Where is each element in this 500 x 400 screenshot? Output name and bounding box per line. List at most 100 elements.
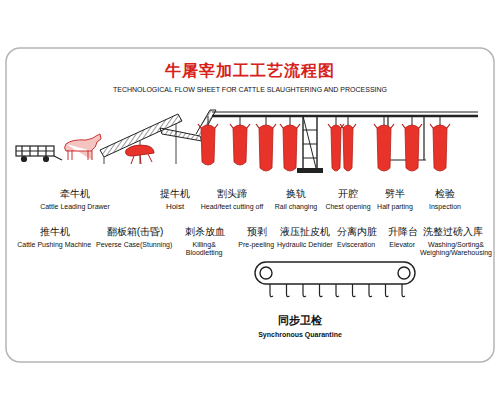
carcass-body (405, 125, 419, 171)
hoist-conveyor (100, 110, 216, 164)
step-name-english: Head/feet cutting off (201, 203, 264, 211)
quarantine-conveyor (255, 262, 415, 284)
ramp (54, 156, 62, 160)
step-name: 检验 (435, 188, 455, 199)
step-name-english: Rail changing (275, 203, 317, 211)
hanger (440, 116, 441, 126)
hook (320, 284, 323, 297)
legs (131, 154, 152, 164)
bleeding-conveyor (160, 128, 202, 141)
sprocket (260, 267, 272, 279)
step-name: 刺杀放血 (185, 226, 225, 237)
carcass-legs (402, 124, 422, 128)
step-name: 牵牛机 (60, 188, 90, 199)
step-name-english: Synchronous Quarantine (258, 331, 342, 339)
carcass-legs (430, 124, 450, 128)
hook (303, 284, 306, 297)
carcass-body (433, 125, 447, 171)
tower-base (297, 168, 323, 173)
hanger (384, 116, 385, 126)
carcass (402, 116, 422, 171)
carcass-body (343, 125, 353, 171)
step-name-english: Cattle Leading Drawer (40, 203, 110, 211)
rail-top (212, 112, 478, 113)
step-name: 割头蹄 (217, 188, 247, 199)
overhead-rail (212, 112, 478, 173)
carcass (256, 116, 276, 171)
carcass (230, 116, 250, 165)
hook (386, 284, 389, 297)
carcass-body (283, 125, 297, 171)
carcass-body (201, 125, 215, 165)
hook (402, 284, 405, 297)
step-name: 升降台 (388, 226, 418, 237)
step-name: 推牛机 (40, 226, 70, 237)
carcass-body (233, 125, 247, 165)
hook (336, 284, 339, 297)
rail (212, 115, 478, 118)
step-name: 预剥 (247, 226, 267, 237)
carcass-legs (340, 124, 356, 128)
step-name: 液压扯皮机 (280, 226, 330, 237)
step-name-english: Peverse Case(Stunning) (96, 241, 172, 249)
step-name-english: Hoist (166, 203, 184, 212)
hanging-carcasses (198, 116, 450, 171)
hook (287, 284, 290, 297)
hanger (208, 116, 209, 126)
carcass (198, 116, 218, 165)
tower-bars (303, 116, 317, 172)
step-name: 洗整过磅入库 (423, 226, 483, 237)
carcass-legs (280, 124, 300, 128)
wheel (22, 157, 27, 162)
hook (353, 284, 356, 297)
subtitle: TECHNOLOGICAL FLOW SHEET FOR CATTLE SLAU… (113, 86, 387, 94)
frame (6, 48, 494, 362)
conveyor-loop (255, 262, 415, 284)
step-name-english: Evisceration (337, 241, 375, 249)
carcass-legs (256, 124, 276, 128)
trailer-ribs (16, 146, 54, 156)
step-name-english: Washing/Sorting& Weighing/Warehousing (418, 241, 494, 256)
step-name: 换轨 (286, 188, 306, 199)
hanger (348, 116, 349, 126)
step-name-english: Hydraulic Dehider (277, 241, 333, 249)
hanger (290, 116, 291, 126)
stunned-cattle (126, 145, 154, 164)
cow (65, 134, 102, 160)
wheel (44, 157, 49, 162)
carcass (340, 116, 356, 171)
carcass-legs (374, 124, 394, 128)
cow-body (65, 134, 102, 160)
title: 牛屠宰加工工艺流程图 (165, 62, 335, 80)
carcass (430, 116, 450, 171)
hook (270, 284, 273, 297)
trailer (16, 146, 62, 162)
carcass (126, 145, 154, 156)
step-name-english: Elevator (389, 241, 415, 249)
quarantine-hooks (270, 284, 405, 297)
step-name: 开腔 (338, 188, 358, 199)
step-name-english: Cattle Pushing Machine (17, 241, 91, 249)
hook (369, 284, 372, 297)
step-name: 分离内脏 (337, 226, 377, 237)
carcass (374, 116, 394, 171)
hanger (412, 116, 413, 126)
step-name-english: Half parting (377, 203, 413, 211)
carcass-legs (230, 124, 250, 128)
step-name-english: Pre-peeling (238, 241, 274, 249)
step-name: 劈半 (385, 188, 405, 199)
rail-changer-tower (303, 116, 317, 172)
hanger (336, 116, 337, 126)
carcass-body (377, 125, 391, 171)
step-name: 提牛机 (160, 188, 190, 199)
hanger (266, 116, 267, 126)
carcass-legs (198, 124, 218, 128)
step-name-english: Killing& Bloodletting (178, 241, 230, 256)
hanger (240, 116, 241, 126)
step-name: 翻板箱(击昏) (107, 226, 164, 237)
trailer-body (16, 146, 54, 156)
sprocket (398, 267, 410, 279)
carcass-body (331, 125, 341, 171)
